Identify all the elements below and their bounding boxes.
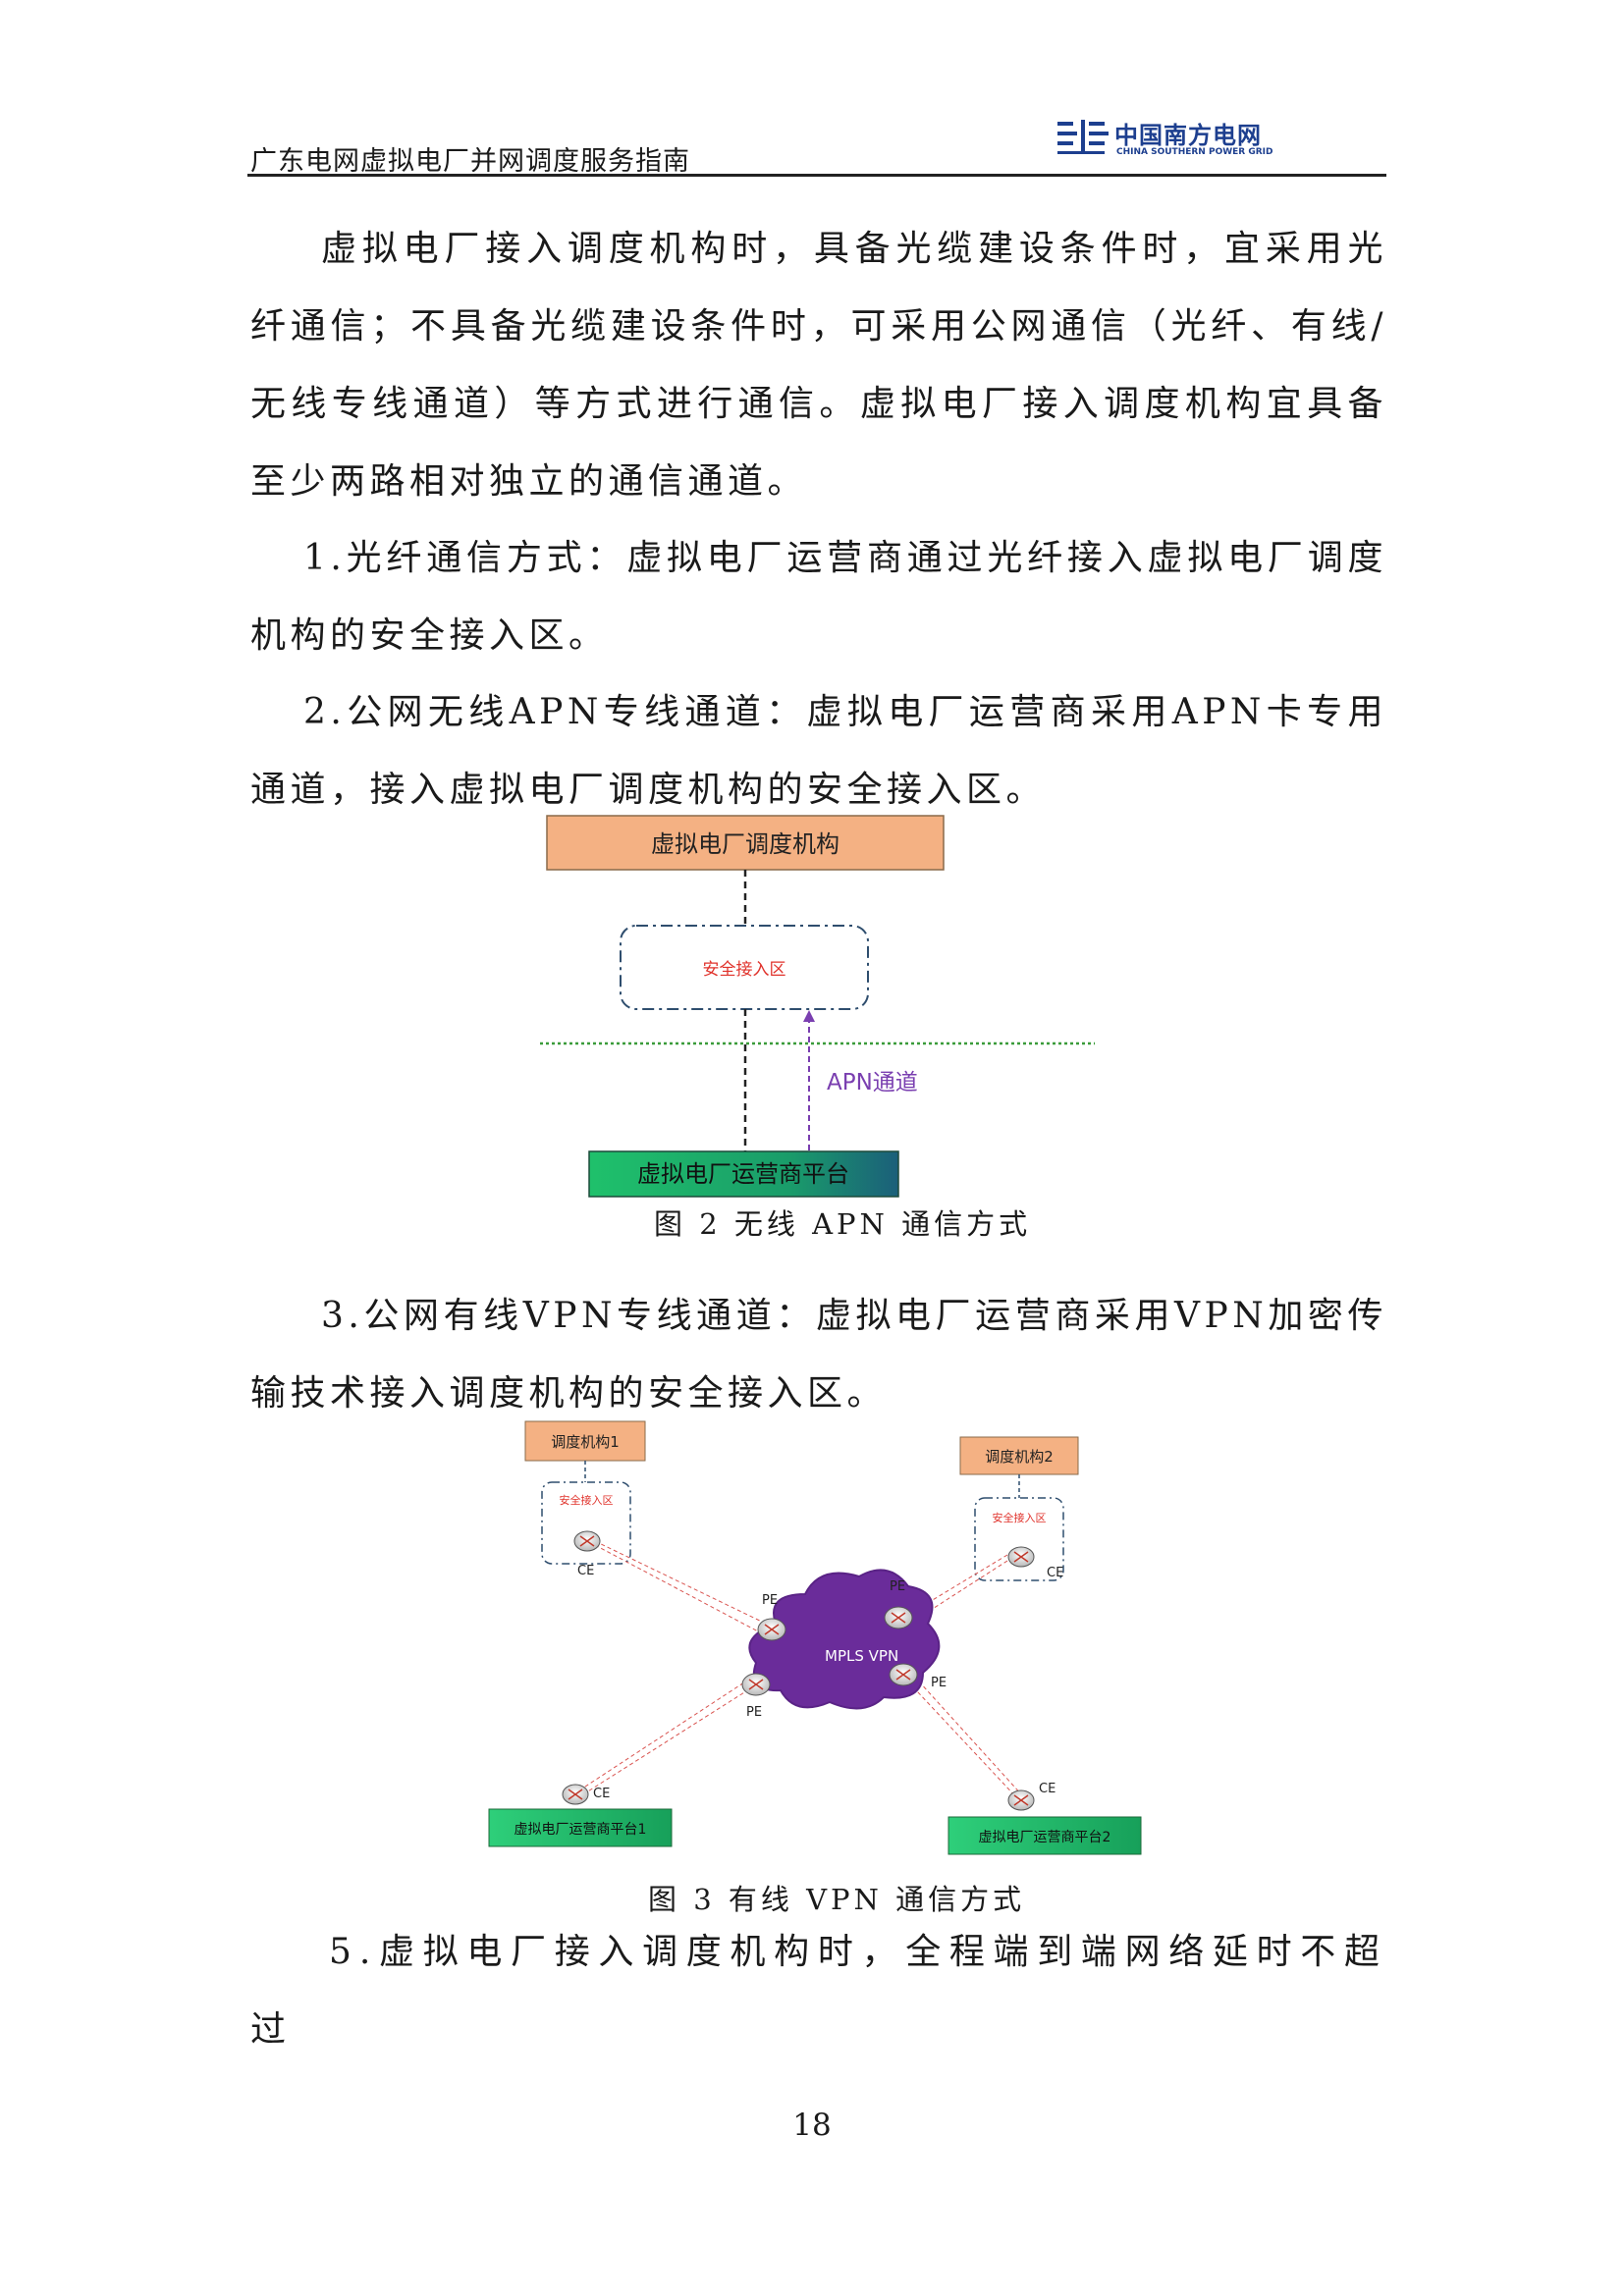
ce-label-4: CE — [1039, 1782, 1056, 1796]
secure-zone-2-label: 安全接入区 — [993, 1511, 1047, 1524]
logo-english-name: CHINA SOUTHERN POWER GRID — [1116, 147, 1273, 157]
dispatch-agency-box — [546, 815, 945, 871]
pe-label-4: PE — [746, 1705, 762, 1720]
company-logo: 中国南方电网 CHINA SOUTHERN POWER GRID — [1056, 116, 1291, 167]
platform-1-label: 虚拟电厂运营商平台1 — [514, 1822, 647, 1838]
pe-router-3-icon — [889, 1663, 918, 1686]
ce-label-2: CE — [1047, 1566, 1063, 1580]
pe-router-1-icon — [757, 1618, 786, 1641]
operator-platform-label: 虚拟电厂运营商平台 — [637, 1160, 849, 1188]
logo-chinese-name: 中国南方电网 — [1114, 122, 1262, 149]
platform-2-box — [947, 1816, 1142, 1855]
document-header-title: 广东电网虚拟电厂并网调度服务指南 — [250, 146, 690, 177]
secure-zone-2 — [974, 1497, 1064, 1581]
mpls-vpn-label: MPLS VPN — [825, 1647, 898, 1665]
secure-zone-1-label: 安全接入区 — [560, 1493, 614, 1507]
figure-3-caption: 图 3 有线 VPN 通信方式 — [648, 1883, 1026, 1916]
grid-logo-icon — [1057, 120, 1109, 154]
vpn-links — [578, 1540, 1024, 1801]
operator-platform-box — [588, 1150, 899, 1198]
platform-1-box — [488, 1808, 673, 1847]
ce-label-3: CE — [593, 1787, 610, 1801]
apn-arrow-up-icon — [803, 1010, 815, 1022]
figure-2-caption: 图 2 无线 APN 通信方式 — [654, 1207, 1032, 1241]
paragraph-vpn: 3.公网有线VPN专线通道：虚拟电厂运营商采用VPN加密传输技术接入调度机构的安… — [250, 1296, 1387, 1414]
secure-zone-1 — [541, 1481, 631, 1565]
pe-router-2-icon — [884, 1606, 913, 1629]
paragraph-intro: 虚拟电厂接入调度机构时，具备光缆建设条件时，宜采用光纤通信；不具备光缆建设条件时… — [250, 229, 1387, 502]
pe-label-2: PE — [890, 1579, 905, 1594]
secure-access-zone-label: 安全接入区 — [703, 960, 786, 980]
dispatch-agency-label: 虚拟电厂调度机构 — [651, 830, 839, 858]
paragraph-fiber: 1.光纤通信方式：虚拟电厂运营商通过光纤接入虚拟电厂调度机构的安全接入区。 — [250, 538, 1387, 656]
figure-2-apn-diagram: 虚拟电厂调度机构 安全接入区 APN通道 虚拟电厂运营商平台 — [540, 815, 1095, 1198]
paragraph-apn: 2.公网无线APN专线通道：虚拟电厂运营商采用APN卡专用通道，接入虚拟电厂调度… — [250, 692, 1387, 810]
ce-router-3-icon — [562, 1784, 589, 1805]
paragraph-latency: 5.虚拟电厂接入调度机构时，全程端到端网络延时不超过 — [250, 1932, 1387, 2050]
pe-label-1: PE — [762, 1593, 778, 1608]
dispatch-2-label: 调度机构2 — [985, 1448, 1054, 1466]
ce-router-1-icon — [573, 1530, 601, 1552]
pe-label-3: PE — [931, 1676, 947, 1690]
dispatch-1-label: 调度机构1 — [551, 1433, 620, 1451]
page-number: 18 — [792, 2108, 832, 2143]
header-rule — [247, 174, 1386, 177]
ce-router-4-icon — [1007, 1789, 1035, 1811]
pe-router-4-icon — [741, 1673, 771, 1696]
apn-channel-label: APN通道 — [827, 1070, 918, 1095]
figure-3-vpn-diagram: 调度机构1 调度机构2 安全接入区 安全接入区 MPLS VPN — [488, 1420, 1142, 1855]
ce-label-1: CE — [577, 1564, 594, 1578]
platform-2-label: 虚拟电厂运营商平台2 — [979, 1830, 1111, 1845]
ce-router-2-icon — [1007, 1546, 1035, 1568]
